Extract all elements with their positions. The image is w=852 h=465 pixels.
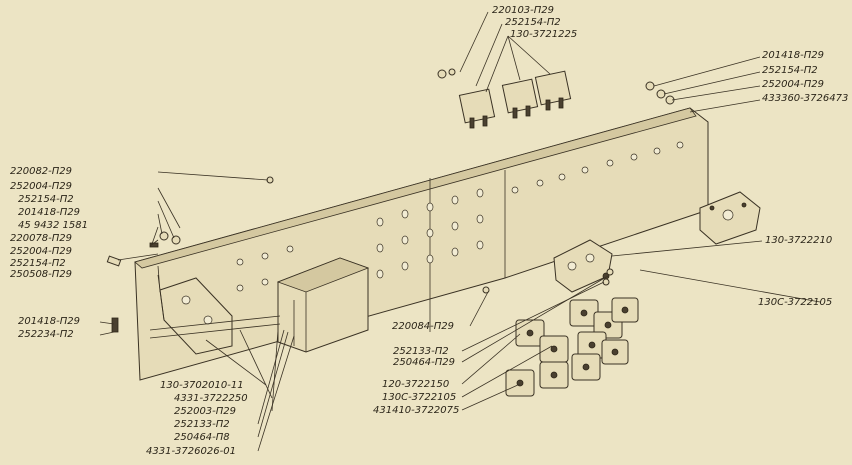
label-4331-3726026-01: 4331-3726026-01 (146, 446, 236, 457)
label-201418-p29-bottom-left: 201418-П29 (18, 316, 80, 327)
label-252133-p2-center: 252133-П2 (393, 346, 449, 357)
label-252154-p2-left: 252154-П2 (18, 194, 74, 205)
label-252004-p29-left: 252004-П29 (10, 181, 72, 192)
part-labels: 220103-П29 252154-П2 130-3721225 201418-… (10, 5, 848, 457)
left-relay-module (149, 277, 281, 355)
label-130-3722210: 130-3722210 (765, 235, 832, 246)
panel-rivet-row (511, 141, 684, 194)
label-130c-3722105-right: 130С-3722105 (758, 297, 832, 308)
label-250464-p29: 250464-П29 (393, 357, 455, 368)
label-130-3702010-11: 130-3702010-11 (160, 380, 244, 391)
label-220103-p29: 220103-П29 (492, 5, 554, 16)
label-201418-p29-right: 201418-П29 (762, 50, 824, 61)
label-130-3721225: 130-3721225 (510, 29, 577, 40)
label-220082-p29: 220082-П29 (10, 166, 72, 177)
label-252154-p2-top: 252154-П2 (505, 17, 561, 28)
label-433360-3726473: 433360-3726473 (762, 93, 848, 104)
label-252004-p29-left2: 252004-П29 (10, 246, 72, 257)
label-120-3722150: 120-3722150 (382, 379, 449, 390)
label-252234-p2: 252234-П2 (18, 329, 74, 340)
panel-hole-grid (236, 188, 484, 292)
center-connector (553, 239, 613, 293)
label-252154-p2-right: 252154-П2 (762, 65, 818, 76)
label-4331-3722250: 4331-3722250 (174, 393, 248, 404)
label-220084-p29: 220084-П29 (392, 321, 454, 332)
label-250464-p8: 250464-П8 (174, 432, 230, 443)
label-130c-3722105-bottom: 130С-3722105 (382, 392, 456, 403)
label-431410-3722075: 431410-3722075 (373, 405, 459, 416)
label-252133-p2-bottom: 252133-П2 (174, 419, 230, 430)
leader-lines (99, 11, 821, 452)
label-250508-p29: 250508-П29 (10, 269, 72, 280)
label-201418-p29-left: 201418-П29 (18, 207, 80, 218)
label-252004-p29-right: 252004-П29 (762, 79, 824, 90)
top-relay-group (437, 68, 572, 129)
relay-cover-box (276, 257, 370, 353)
label-459432-1581: 45 9432 1581 (18, 220, 88, 231)
right-bracket (699, 191, 761, 245)
label-252154-p2-left2: 252154-П2 (10, 258, 66, 269)
label-220078-p29: 220078-П29 (10, 233, 72, 244)
label-252003-p29: 252003-П29 (174, 406, 236, 417)
